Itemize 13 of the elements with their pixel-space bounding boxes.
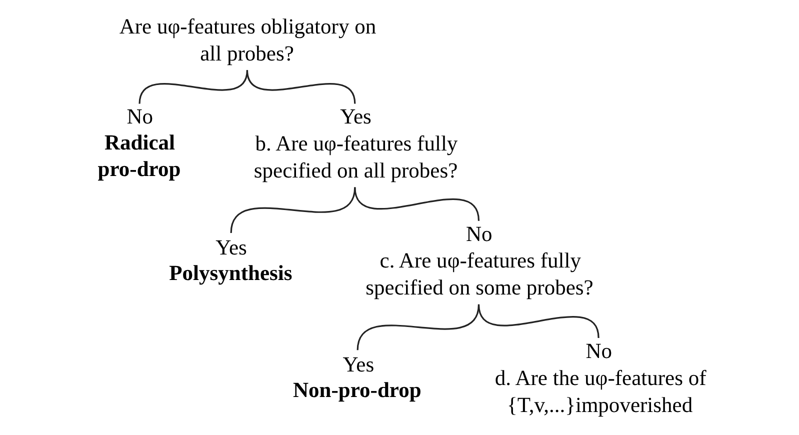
node-text: No c. Are uφ-features fully specified on some probes? (365, 222, 593, 300)
connector (354, 187, 480, 222)
node-text: Are uφ-features obligatory on all probes? (118, 14, 376, 66)
node-text: No d. Are the uφ-features of {T,v,...}impoverished (494, 338, 706, 417)
connector (138, 70, 248, 104)
connector (230, 187, 356, 234)
node-text: Yes Polysynthesis (168, 235, 292, 285)
node-text: Yes Non-pro-drop (292, 352, 421, 402)
connector (356, 304, 480, 350)
node-text: No Radical pro-drop (97, 104, 180, 182)
connector (477, 304, 599, 338)
node-text: Yes b. Are uφ-features fully specified on all probes? (253, 104, 458, 183)
connector (246, 70, 356, 104)
